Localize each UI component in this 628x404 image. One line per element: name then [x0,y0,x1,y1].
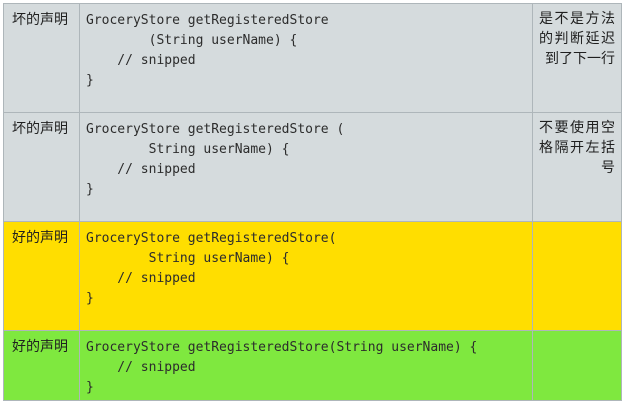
code-line: } [86,380,94,395]
row-note [533,331,621,400]
code-line: String userName) { [86,251,290,266]
code-line: GroceryStore getRegisteredStore( [86,231,337,246]
code-block: GroceryStore getRegisteredStore( String … [80,222,533,330]
row-label: 好的声明 [4,222,80,330]
row-note: 不要使用空格隔开左括号 [533,113,621,221]
table-row: 好的声明 GroceryStore getRegisteredStore( St… [3,222,622,331]
row-note-text: 是不是方法的判断延迟到了下一行 [539,11,615,67]
code-line: (String userName) { [86,33,298,48]
code-line: // snipped [86,162,196,177]
table-row: 坏的声明 GroceryStore getRegisteredStore ( S… [3,113,622,222]
row-note-text: 不要使用空格隔开左括号 [539,120,615,176]
code-block: GroceryStore getRegisteredStore(String u… [80,331,533,400]
table-row: 坏的声明 GroceryStore getRegisteredStore (St… [3,4,622,113]
code-block: GroceryStore getRegisteredStore (String … [80,4,533,112]
code-line: } [86,291,94,306]
code-line: GroceryStore getRegisteredStore(String u… [86,340,478,355]
code-line: // snipped [86,271,196,286]
code-style-table: 坏的声明 GroceryStore getRegisteredStore (St… [3,3,622,401]
row-note: 是不是方法的判断延迟到了下一行 [533,4,621,112]
code-line: } [86,73,94,88]
code-line: // snipped [86,360,196,375]
code-line: } [86,182,94,197]
row-label: 好的声明 [4,331,80,400]
row-label: 坏的声明 [4,4,80,112]
row-note [533,222,621,330]
table-row: 好的声明 GroceryStore getRegisteredStore(Str… [3,331,622,401]
code-block: GroceryStore getRegisteredStore ( String… [80,113,533,221]
row-label: 坏的声明 [4,113,80,221]
code-line: GroceryStore getRegisteredStore [86,13,329,28]
code-line: GroceryStore getRegisteredStore ( [86,122,345,137]
code-line: // snipped [86,53,196,68]
code-line: String userName) { [86,142,290,157]
